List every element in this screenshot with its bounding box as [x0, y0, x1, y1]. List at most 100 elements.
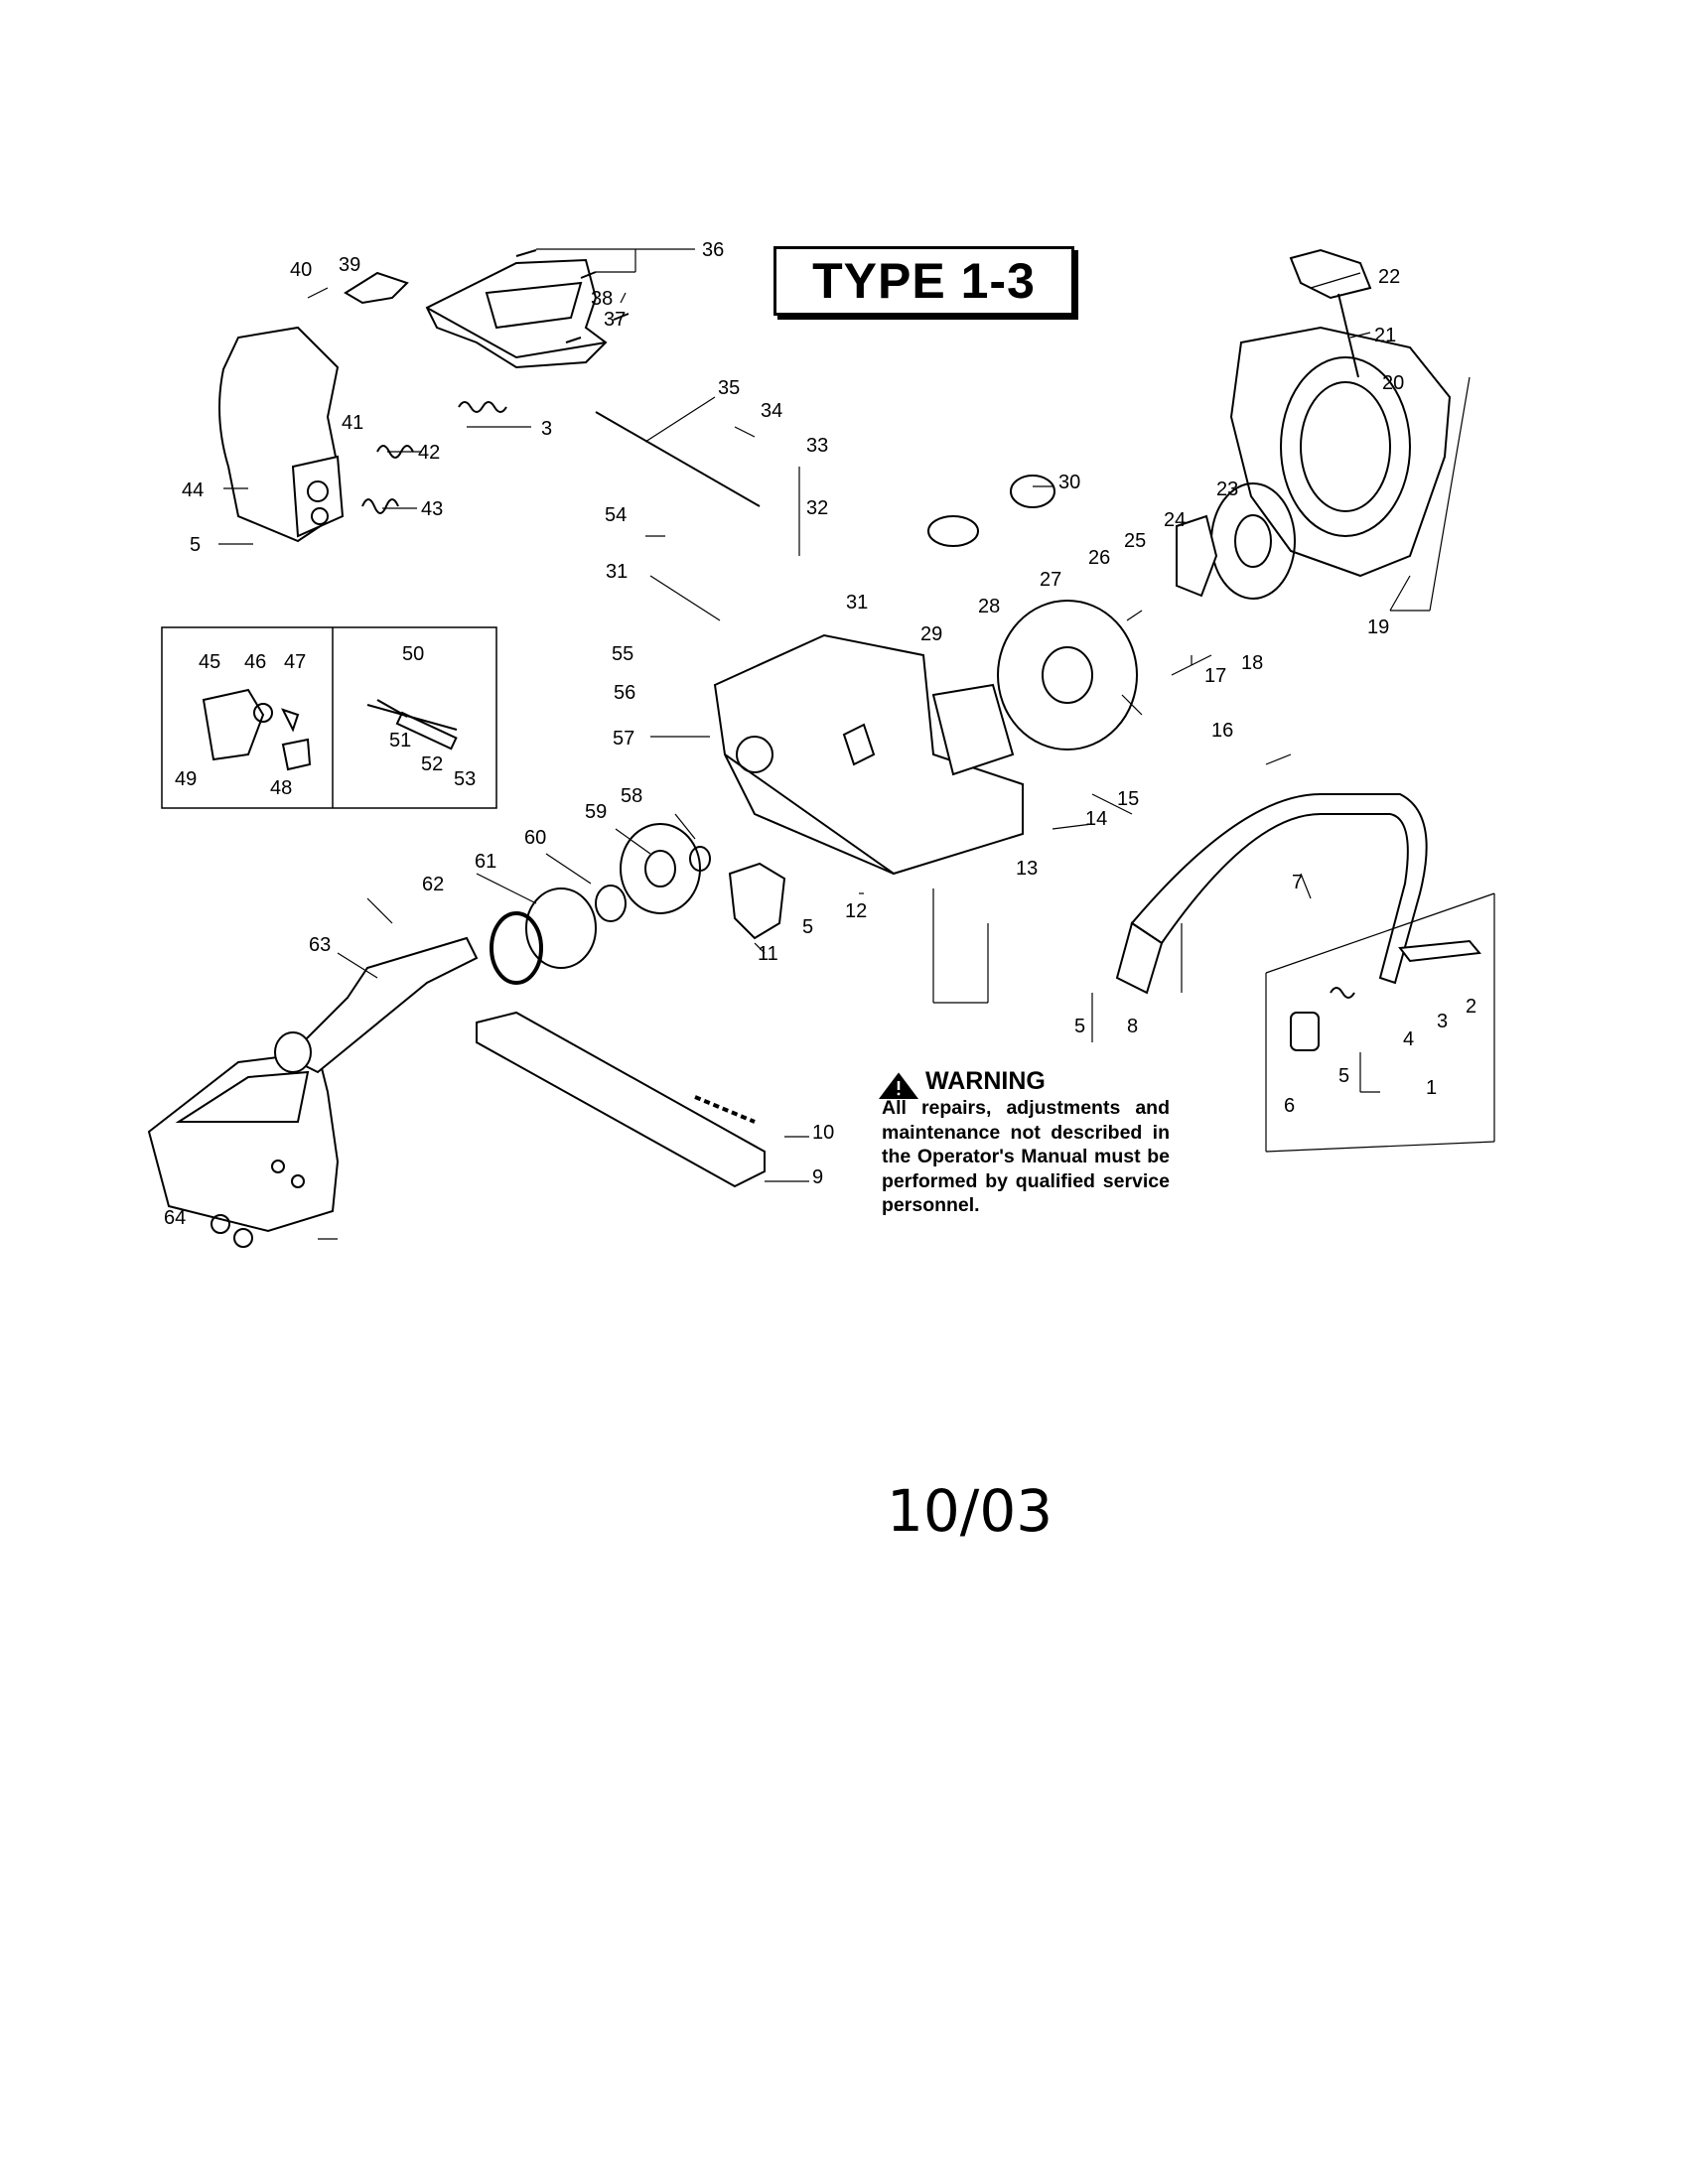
part-label-31a: 31 — [606, 561, 628, 583]
part-label-37: 37 — [604, 309, 626, 331]
part-label-53: 53 — [454, 768, 476, 790]
revision-date: 10/03 — [887, 1477, 1053, 1545]
part-label-6: 6 — [1284, 1095, 1295, 1117]
part-label-32: 32 — [806, 497, 828, 519]
part-label-3: 3 — [541, 418, 552, 440]
part-label-5d: 5 — [1338, 1065, 1349, 1087]
part-label-64: 64 — [164, 1207, 186, 1229]
front-handle-bracket — [425, 258, 608, 369]
part-label-19: 19 — [1367, 616, 1389, 638]
part-label-56: 56 — [614, 682, 635, 704]
part-label-2: 2 — [1466, 996, 1476, 1018]
saw-chain — [694, 1095, 756, 1124]
handle-screw-set — [515, 249, 630, 343]
spring-43 — [361, 498, 399, 514]
part-label-47: 47 — [284, 651, 306, 673]
part-label-31b: 31 — [846, 592, 868, 614]
crankcase — [713, 633, 1024, 876]
part-label-33: 33 — [806, 435, 828, 457]
muffler-bracket — [1290, 939, 1481, 1051]
part-label-52: 52 — [421, 753, 443, 775]
washer-58 — [689, 846, 711, 872]
part-label-63: 63 — [309, 934, 331, 956]
oil-pump-11 — [728, 862, 786, 940]
flywheel — [997, 600, 1138, 751]
part-label-61: 61 — [475, 851, 496, 873]
part-label-18: 18 — [1241, 652, 1263, 674]
starter-handle — [1289, 248, 1372, 378]
part-label-40: 40 — [290, 259, 312, 281]
starter-housing — [1229, 326, 1452, 578]
part-label-36: 36 — [702, 239, 724, 261]
part-label-5a: 5 — [190, 534, 201, 556]
part-label-44: 44 — [182, 479, 204, 501]
part-label-27: 27 — [1040, 569, 1061, 591]
sprocket-cover — [147, 1050, 340, 1233]
part-label-34: 34 — [761, 400, 782, 422]
part-label-41: 41 — [342, 412, 363, 434]
inset-box — [161, 626, 497, 809]
part-label-46: 46 — [244, 651, 266, 673]
part-label-42: 42 — [418, 442, 440, 464]
part-label-23: 23 — [1216, 478, 1238, 500]
part-label-51: 51 — [389, 730, 411, 751]
chain-brake-lever — [274, 936, 479, 1074]
part-label-62: 62 — [422, 874, 444, 895]
part-label-26: 26 — [1088, 547, 1110, 569]
part-label-60: 60 — [524, 827, 546, 849]
part-label-5b: 5 — [802, 916, 813, 938]
spring-3 — [458, 401, 507, 413]
part-label-22: 22 — [1378, 266, 1400, 288]
part-label-43: 43 — [421, 498, 443, 520]
part-label-30: 30 — [1058, 472, 1080, 493]
part-label-25: 25 — [1124, 530, 1146, 552]
choke-rod — [595, 411, 761, 507]
warning-icon — [879, 1072, 918, 1099]
part-labels: 36 40 39 38 37 3 35 34 33 32 41 42 43 44… — [164, 239, 1476, 1229]
part-label-48: 48 — [270, 777, 292, 799]
type-label-box: TYPE 1-3 — [773, 246, 1074, 316]
part-label-3b: 3 — [1437, 1011, 1448, 1032]
part-label-29: 29 — [920, 623, 942, 645]
type-label: TYPE 1-3 — [812, 253, 1036, 309]
warning-notice: WARNING All repairs, adjustments and mai… — [882, 1067, 1170, 1218]
part-label-1: 1 — [1426, 1077, 1437, 1099]
flywheel-hub — [1176, 514, 1218, 598]
part-label-5c: 5 — [1074, 1016, 1085, 1037]
warning-heading: WARNING — [925, 1067, 1046, 1095]
guide-bar — [476, 1011, 766, 1188]
clutch-61 — [525, 887, 597, 969]
part-label-21: 21 — [1374, 325, 1396, 346]
part-label-7: 7 — [1292, 872, 1303, 893]
part-label-38: 38 — [591, 288, 613, 310]
part-label-4: 4 — [1403, 1028, 1414, 1050]
part-label-50: 50 — [402, 643, 424, 665]
leader-lines — [218, 248, 1495, 1240]
part-label-9: 9 — [812, 1166, 823, 1188]
fuel-cap-30 — [927, 475, 1055, 547]
part-label-45: 45 — [199, 651, 220, 673]
part-label-57: 57 — [613, 728, 634, 750]
part-label-54: 54 — [605, 504, 627, 526]
part-label-35: 35 — [718, 377, 740, 399]
part-label-59: 59 — [585, 801, 607, 823]
part-label-55: 55 — [612, 643, 633, 665]
part-label-58: 58 — [621, 785, 642, 807]
part-label-39: 39 — [339, 254, 360, 276]
part-label-28: 28 — [978, 596, 1000, 617]
warning-header: WARNING — [882, 1067, 1170, 1096]
part-label-17: 17 — [1204, 665, 1226, 687]
part-label-8: 8 — [1127, 1016, 1138, 1037]
washer-60 — [595, 885, 627, 922]
part-label-20: 20 — [1382, 372, 1404, 394]
spring-42 — [376, 445, 414, 459]
part-label-49: 49 — [175, 768, 197, 790]
part-label-24: 24 — [1164, 509, 1186, 531]
rim-sprocket-62 — [490, 911, 543, 985]
part-label-14: 14 — [1085, 808, 1107, 830]
rear-handle-housing — [218, 326, 345, 543]
part-label-13: 13 — [1016, 858, 1038, 880]
part-label-15: 15 — [1117, 788, 1139, 810]
handle-lever — [344, 271, 409, 305]
